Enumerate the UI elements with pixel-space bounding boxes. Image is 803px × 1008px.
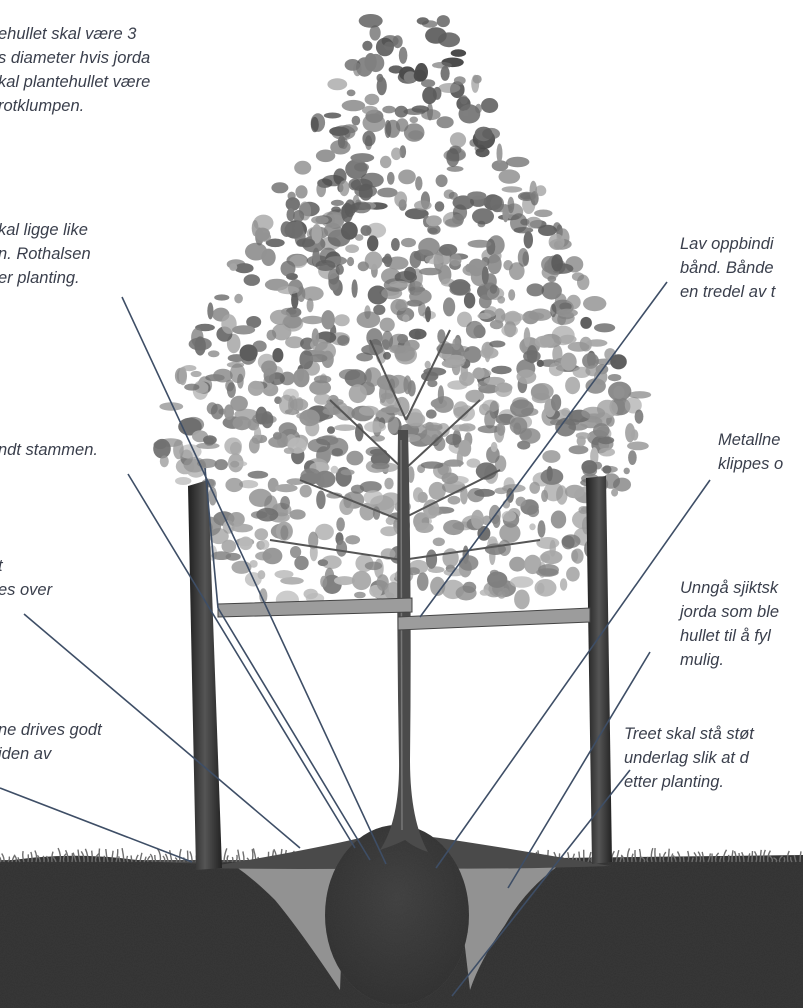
label-tie-bands: Lav oppbindi bånd. Bånde en tredel av t (680, 232, 775, 304)
label-around-stem: ndt stammen. (0, 438, 98, 462)
label-planting-hole: ehullet skal være 3 s diameter hvis jord… (0, 22, 150, 118)
label-mulch: t es over (0, 554, 52, 602)
label-soil-layers: Unngå sjiktsk jorda som ble hullet til å… (680, 576, 779, 672)
label-stakes: ne drives godt iden av (0, 718, 102, 766)
label-root-collar: kal ligge like n. Rothalsen er planting. (0, 218, 91, 290)
soil-section (0, 825, 803, 1008)
label-firm-base: Treet skal stå støt underlag slik at d e… (624, 722, 754, 794)
label-metal-net: Metallne klippes o (718, 428, 783, 476)
